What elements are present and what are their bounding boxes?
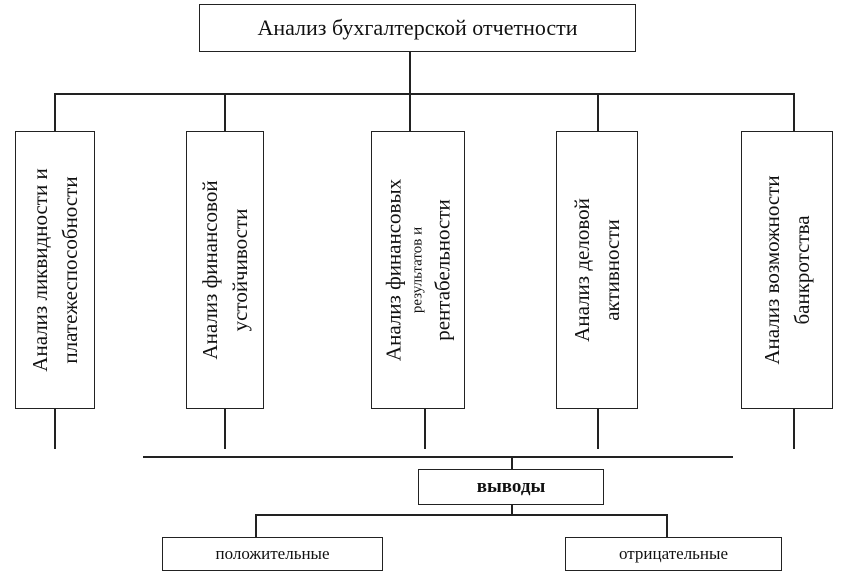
bottom-stub-5	[793, 409, 795, 449]
category-results-label: Анализ финансовых результатов и рентабел…	[381, 178, 455, 362]
drop-line-5	[793, 93, 795, 131]
drop-line-1	[54, 93, 56, 131]
bottom-stub-4	[597, 409, 599, 449]
category-liquidity-label: Анализ ликвидности и платежеспособности	[28, 168, 82, 372]
title-connector	[409, 52, 411, 94]
category-liquidity-box: Анализ ликвидности и платежеспособности	[15, 131, 95, 409]
conclusions-box: выводы	[418, 469, 604, 505]
top-bus-line	[54, 93, 795, 95]
drop-line-3	[409, 93, 411, 131]
bottom-bus-line	[143, 456, 733, 458]
negative-box: отрицательные	[565, 537, 782, 571]
bottom-stub-3	[424, 409, 426, 449]
positive-box: положительные	[162, 537, 383, 571]
bottom-stub-2	[224, 409, 226, 449]
conclusions-label: выводы	[476, 476, 546, 497]
title-box: Анализ бухгалтерской отчетности	[199, 4, 636, 52]
negative-label: отрицательные	[619, 544, 728, 563]
category-bankruptcy-box: Анализ возможности банкротства	[741, 131, 833, 409]
category-activity-label: Анализ деловой активности	[570, 198, 624, 342]
positive-connector	[255, 514, 257, 538]
title-text: Анализ бухгалтерской отчетности	[257, 15, 578, 40]
bottom-stub-1	[54, 409, 56, 449]
results-bus-line	[255, 514, 668, 516]
category-activity-box: Анализ деловой активности	[556, 131, 638, 409]
category-stability-box: Анализ финансовой устойчивости	[186, 131, 264, 409]
drop-line-2	[224, 93, 226, 131]
positive-label: положительные	[215, 544, 330, 563]
negative-connector	[666, 514, 668, 538]
category-results-box: Анализ финансовых результатов и рентабел…	[371, 131, 465, 409]
conclusions-connector	[511, 456, 513, 470]
conclusions-down-line	[511, 505, 513, 515]
category-bankruptcy-label: Анализ возможности банкротства	[760, 175, 814, 365]
category-stability-label: Анализ финансовой устойчивости	[198, 180, 252, 360]
drop-line-4	[597, 93, 599, 131]
